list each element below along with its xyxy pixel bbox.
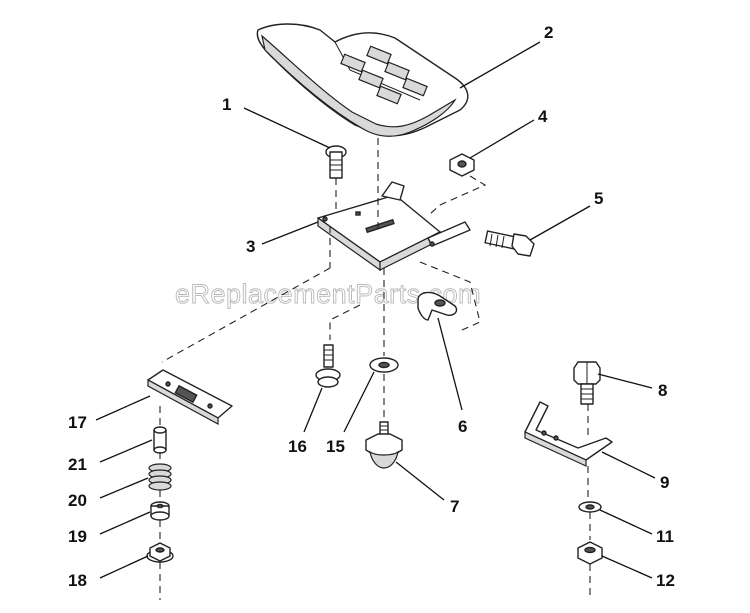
callout-9: 9: [660, 473, 669, 492]
slide-plate-part: [147, 369, 233, 426]
callout-16: 16: [288, 437, 307, 456]
bracket-part: [524, 401, 613, 467]
shoulder-bolt-part: [315, 344, 341, 388]
assembly-lines: [159, 138, 591, 600]
callout-2: 2: [544, 23, 553, 42]
knob-part: [365, 421, 403, 469]
callout-11: 11: [656, 527, 674, 546]
clip-part: [417, 291, 458, 321]
callout-4: 4: [538, 107, 548, 126]
callout-20: 20: [68, 491, 87, 510]
flange-nut-part: [146, 542, 174, 563]
hex-bolt-part: [484, 230, 535, 257]
leader-lines: [95, 41, 656, 579]
lock-nut-part: [577, 541, 603, 565]
hex-nut-part: [449, 153, 475, 177]
callout-15: 15: [326, 437, 345, 456]
bushing-part: [150, 501, 170, 521]
washer-part: [369, 357, 399, 373]
spring-part: [148, 463, 172, 491]
callout-12: 12: [656, 571, 675, 590]
carriage-bolt-part: [325, 145, 347, 179]
callout-21: 21: [68, 455, 87, 474]
callout-5: 5: [594, 189, 603, 208]
callout-1: 1: [222, 95, 231, 114]
callout-17: 17: [68, 413, 87, 432]
seat-plate-part: [317, 181, 471, 272]
seat-part: [256, 23, 469, 137]
washer-small-part: [578, 501, 602, 513]
callout-6: 6: [458, 417, 467, 436]
callout-19: 19: [68, 527, 87, 546]
spacer-part: [153, 426, 167, 454]
callout-3: 3: [246, 237, 255, 256]
callout-8: 8: [658, 381, 667, 400]
hex-bolt-vertical-part: [573, 361, 601, 405]
callout-7: 7: [450, 497, 459, 516]
callout-18: 18: [68, 571, 87, 590]
